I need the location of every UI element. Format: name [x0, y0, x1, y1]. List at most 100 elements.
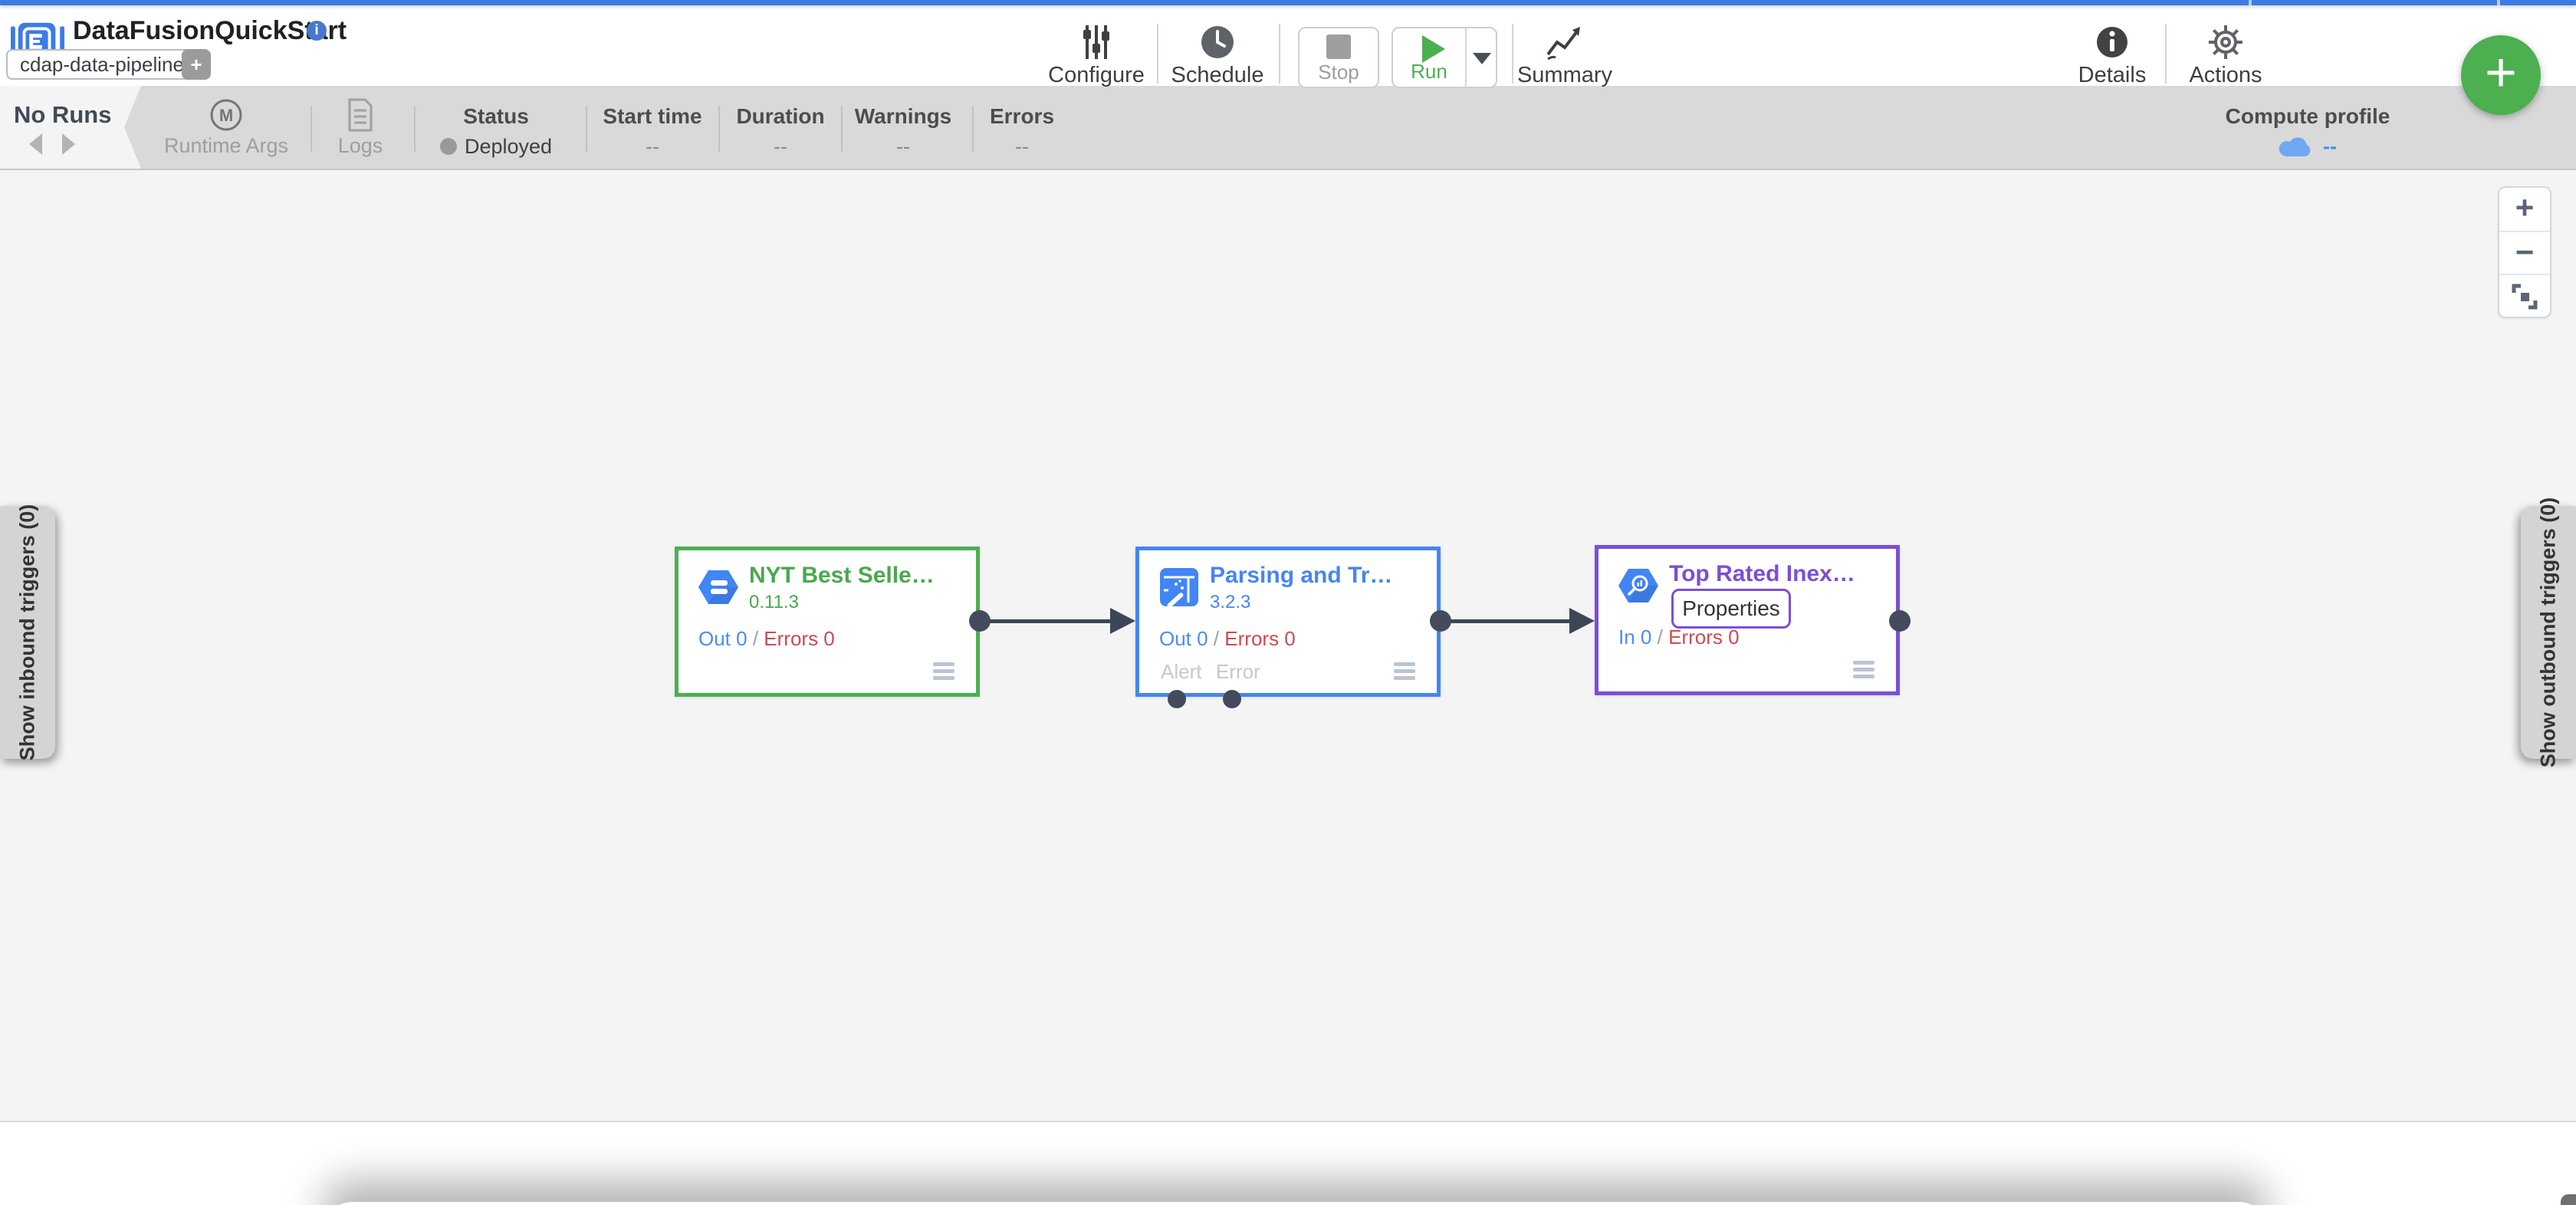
status-column: Status Deployed — [423, 86, 569, 169]
pipeline-canvas[interactable]: + − NYT Best Selle… 0.11.3 Out 0 — [0, 170, 2576, 1122]
node-metrics: Out 0 / Errors 0 — [698, 627, 835, 650]
zoom-in-button[interactable]: + — [2499, 188, 2550, 231]
statusbar-separator — [310, 106, 312, 152]
pipeline-info-icon[interactable]: i — [307, 21, 327, 41]
connection-arrowhead-icon — [1110, 608, 1135, 634]
outbound-triggers-label: Show outbound triggers (0) — [2536, 497, 2560, 768]
pipeline-node-source[interactable]: NYT Best Selle… 0.11.3 Out 0 / Errors 0 — [675, 547, 980, 697]
runtime-args-label: Runtime Args — [163, 134, 289, 157]
info-icon — [2055, 24, 2170, 61]
node-title: NYT Best Selle… — [749, 563, 935, 588]
status-value: Deployed — [423, 135, 569, 159]
error-port[interactable] — [1223, 690, 1241, 708]
outbound-triggers-tab[interactable]: Show outbound triggers (0) — [2521, 497, 2576, 767]
run-button[interactable]: Run — [1393, 28, 1465, 87]
fit-to-screen-icon — [2512, 284, 2538, 310]
configure-label: Configure — [1048, 63, 1145, 87]
warnings-label: Warnings — [854, 104, 952, 128]
sliders-icon — [1039, 24, 1154, 61]
connection-arrowhead-icon — [1569, 608, 1595, 634]
alert-port[interactable] — [1168, 690, 1186, 708]
node-output-port[interactable] — [1430, 610, 1451, 632]
actions-button[interactable]: Actions — [2168, 22, 2283, 88]
node-output-port[interactable] — [1889, 610, 1911, 632]
next-run-button[interactable] — [62, 133, 75, 155]
svg-text:M: M — [219, 106, 233, 125]
no-runs-label: No Runs — [14, 101, 112, 128]
node-version: 3.2.3 — [1210, 592, 1251, 612]
zoom-out-button[interactable]: − — [2499, 231, 2550, 274]
node-metrics: In 0 / Errors 0 — [1618, 625, 1740, 648]
node-metrics: Out 0 / Errors 0 — [1159, 627, 1296, 650]
run-options-dropdown[interactable] — [1467, 28, 1497, 87]
node-menu-icon[interactable] — [1394, 662, 1415, 681]
logs-button[interactable]: Logs — [318, 86, 402, 169]
start-time-label: Start time — [603, 104, 702, 128]
page-title: DataFusionQuickStart — [73, 16, 347, 45]
node-menu-icon[interactable] — [933, 662, 955, 681]
statusbar-separator — [972, 106, 974, 152]
details-label: Details — [2078, 63, 2147, 87]
global-nav-strip — [0, 0, 2576, 5]
start-time-column: Start time -- — [595, 86, 710, 169]
details-button[interactable]: Details — [2055, 22, 2170, 88]
actions-label: Actions — [2189, 63, 2262, 87]
stop-icon — [1326, 34, 1351, 59]
pipeline-type-tag: cdap-data-pipeline — [6, 49, 198, 80]
chevron-down-icon — [1473, 53, 1491, 64]
fit-to-screen-button[interactable] — [2499, 274, 2550, 317]
alert-port-label: Alert — [1161, 660, 1202, 683]
summary-button[interactable]: Summary — [1507, 22, 1622, 88]
compute-profile-column[interactable]: Compute profile -- — [2223, 86, 2392, 169]
duration-value: -- — [774, 135, 787, 158]
errors-label: Errors — [989, 104, 1055, 128]
configure-button[interactable]: Configure — [1039, 22, 1154, 88]
cloud-icon — [2279, 135, 2314, 163]
bottom-right-corner — [2561, 1194, 2576, 1205]
bottom-strip — [0, 1124, 2576, 1205]
node-output-port[interactable] — [969, 610, 991, 632]
macro-m-icon: M — [153, 98, 299, 132]
previous-run-button[interactable] — [29, 133, 42, 155]
source-plugin-icon — [698, 570, 738, 604]
add-tag-button[interactable]: + — [182, 49, 211, 80]
add-plugin-fab-button[interactable]: + — [2461, 35, 2541, 115]
schedule-button[interactable]: Schedule — [1160, 22, 1275, 88]
toolbar-separator — [1512, 24, 1513, 84]
error-port-label: Error — [1216, 660, 1260, 683]
run-button-group: Run — [1392, 27, 1497, 88]
warnings-value: -- — [896, 135, 910, 158]
inbound-triggers-tab[interactable]: Show inbound triggers (0) — [0, 504, 55, 760]
node-properties-button[interactable]: Properties — [1671, 589, 1791, 629]
runs-status-bar: No Runs M Runtime Args — [0, 86, 2576, 170]
warnings-column: Warnings -- — [849, 86, 957, 169]
logs-label: Logs — [337, 134, 383, 157]
start-time-value: -- — [646, 135, 659, 158]
nav-strip-divider — [2497, 0, 2500, 5]
connection-line — [980, 619, 1110, 623]
connection-line — [1441, 619, 1569, 623]
clock-icon — [1160, 24, 1275, 61]
compute-profile-label: Compute profile — [2225, 104, 2390, 128]
node-menu-icon[interactable] — [1853, 661, 1875, 679]
toolbar-separator — [1157, 24, 1158, 84]
document-icon — [318, 98, 402, 132]
pipeline-node-transform[interactable]: Parsing and Tr… 3.2.3 Out 0 / Errors 0 A… — [1135, 547, 1441, 697]
runtime-args-button[interactable]: M Runtime Args — [153, 86, 299, 169]
stop-button[interactable]: Stop — [1298, 27, 1379, 88]
run-label: Run — [1411, 60, 1447, 83]
schedule-label: Schedule — [1171, 63, 1264, 87]
compute-profile-value: -- — [2223, 135, 2392, 163]
gear-icon — [2168, 24, 2283, 61]
sink-plugin-icon — [1618, 569, 1658, 602]
canvas-zoom-panel: + − — [2498, 186, 2551, 318]
errors-value: -- — [1015, 135, 1029, 158]
pipeline-node-sink[interactable]: Top Rated Inex… Properties In 0 / Errors… — [1595, 545, 1900, 695]
duration-label: Duration — [736, 104, 825, 128]
statusbar-separator — [718, 106, 720, 152]
pipeline-header: DataFusionQuickStart i cdap-data-pipelin… — [0, 5, 2576, 88]
runs-navigator: No Runs — [0, 86, 141, 169]
status-dot-icon — [439, 138, 457, 155]
stop-label: Stop — [1318, 61, 1359, 84]
statusbar-separator — [414, 106, 416, 152]
